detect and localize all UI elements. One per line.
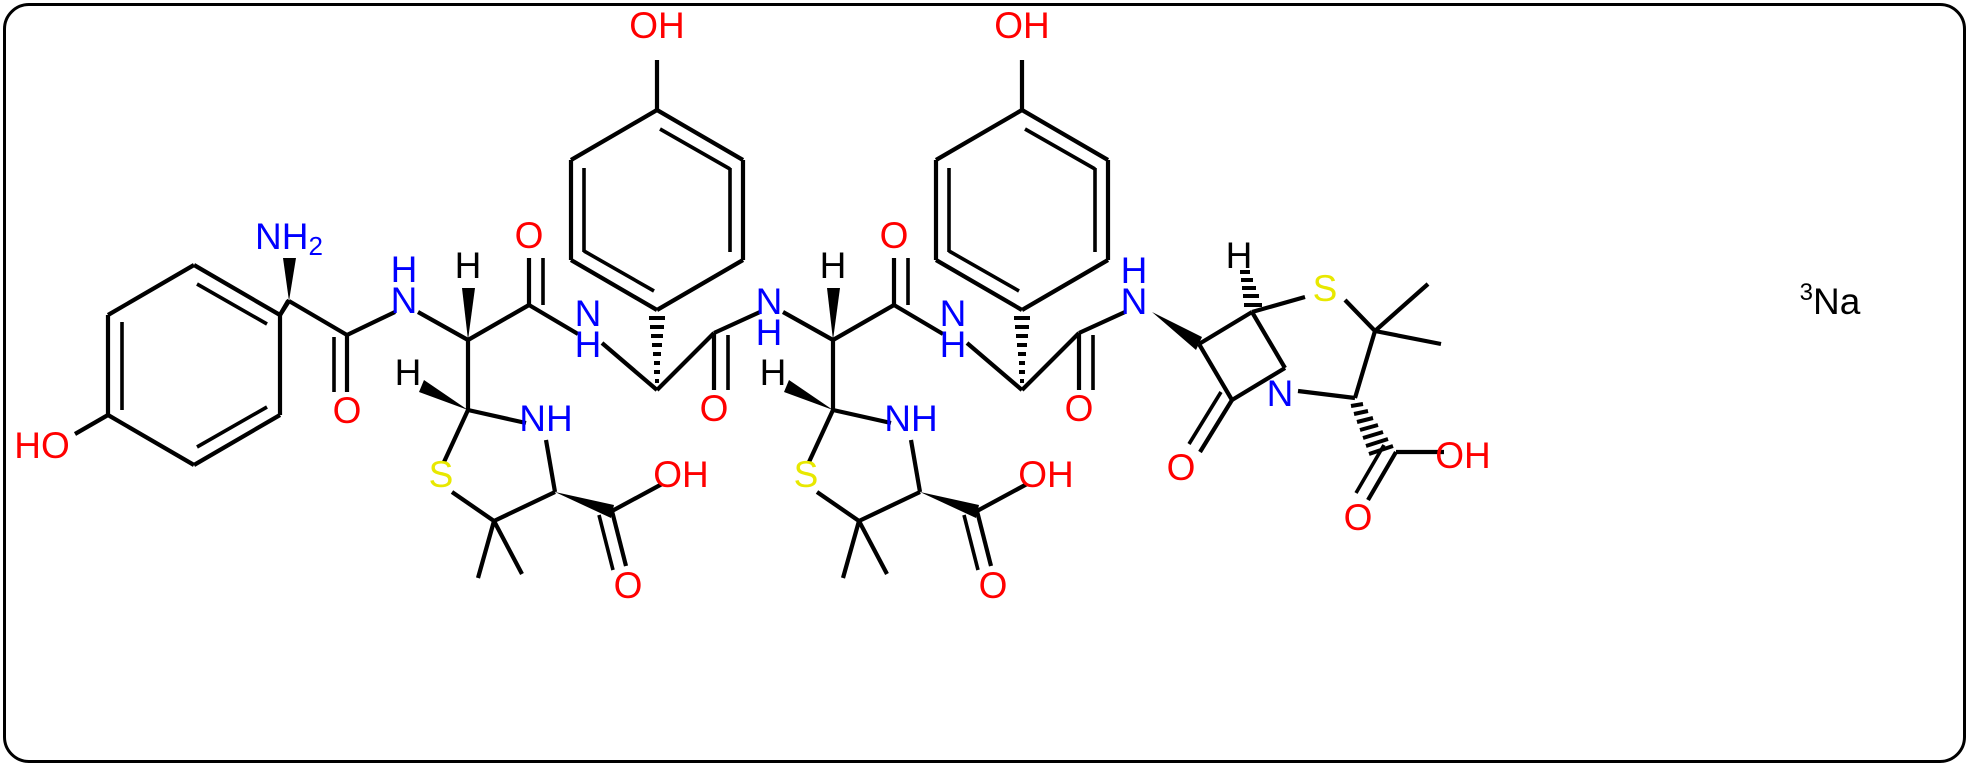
atom-label-H-amide3: H	[756, 312, 783, 353]
atom-label-OH-acid1: OH	[653, 454, 709, 495]
amide-carbonyl-1	[526, 258, 580, 336]
phenol-ring-2	[933, 60, 1111, 312]
phenol-ring-1	[568, 60, 746, 312]
atom-label-N-amide4: N	[940, 293, 967, 334]
hashed-bond-1	[649, 316, 665, 383]
thiazolidine-1-connector	[416, 288, 531, 410]
atom-label-H-amide2: H	[575, 324, 602, 365]
atom-label-OH-phenol2: OH	[994, 5, 1050, 46]
beta-lactam-ring	[1152, 270, 1287, 454]
terminal-glycine-left	[278, 258, 396, 392]
atom-label-O-acid1: O	[614, 565, 643, 606]
atom-label-NH2: NH2	[255, 216, 323, 261]
atom-label-O-acid3: O	[1344, 497, 1373, 538]
atom-label-H-stereo2: H	[395, 352, 422, 393]
atom-label-S-ring2: S	[794, 454, 819, 495]
hashed-bond-2	[1014, 316, 1030, 383]
counterion-symbol: Na	[1813, 281, 1861, 322]
glycine-backbone-2	[965, 310, 1126, 392]
atom-label-H-stereo4: H	[760, 352, 787, 393]
atom-label-NH-ring1: NH	[519, 398, 572, 439]
phenol-ring-left	[73, 263, 283, 467]
atom-label-N-penam: N	[1267, 373, 1294, 414]
atom-label-H-amide4: H	[940, 324, 967, 365]
atom-label-N-amide3: N	[756, 281, 783, 322]
atom-label-OH-acid2: OH	[1018, 454, 1074, 495]
thiazolidine-2-connector	[781, 288, 896, 410]
glycine-backbone-1	[600, 310, 761, 392]
atom-label-N-amide2: N	[575, 293, 602, 334]
atom-label-N-amide1: N	[391, 280, 418, 321]
thiazolidine-ring-2	[784, 380, 1028, 579]
atom-label-O-ketone1: O	[515, 215, 544, 256]
atom-label-OH-acid3: OH	[1435, 435, 1491, 476]
atom-label-OH-phenol1: OH	[629, 5, 685, 46]
atom-label-O-lactam: O	[1167, 447, 1196, 488]
atom-label-H-amide1: H	[391, 249, 418, 290]
atom-label-HO-left: HO	[14, 425, 70, 466]
atom-label-H-stereo3: H	[820, 245, 847, 286]
diagram-border	[3, 3, 1966, 763]
atom-label-S-penam: S	[1313, 268, 1338, 309]
counterion-label: 3Na	[1800, 279, 1861, 321]
penam-thiazolidine-ring	[1251, 282, 1444, 502]
atom-label-O-amide1: O	[333, 390, 362, 431]
atom-label-S-ring1: S	[429, 454, 454, 495]
counterion-superscript: 3	[1800, 279, 1813, 306]
atom-label-NH-ring2: NH	[884, 398, 937, 439]
atom-label-H-betalactam: H	[1226, 235, 1253, 276]
atom-label-O-acid2: O	[979, 565, 1008, 606]
atom-label-O-ketone3: O	[880, 215, 909, 256]
atom-label-H-amide5: H	[1121, 250, 1148, 291]
thiazolidine-ring-1	[419, 380, 663, 579]
atom-label-O-ketone4: O	[1065, 388, 1094, 429]
atom-label-O-ketone2: O	[700, 388, 729, 429]
amide-carbonyl-2	[891, 258, 945, 336]
atom-label-N-amide5: N	[1121, 281, 1148, 322]
atom-label-H-stereo1: H	[455, 245, 482, 286]
